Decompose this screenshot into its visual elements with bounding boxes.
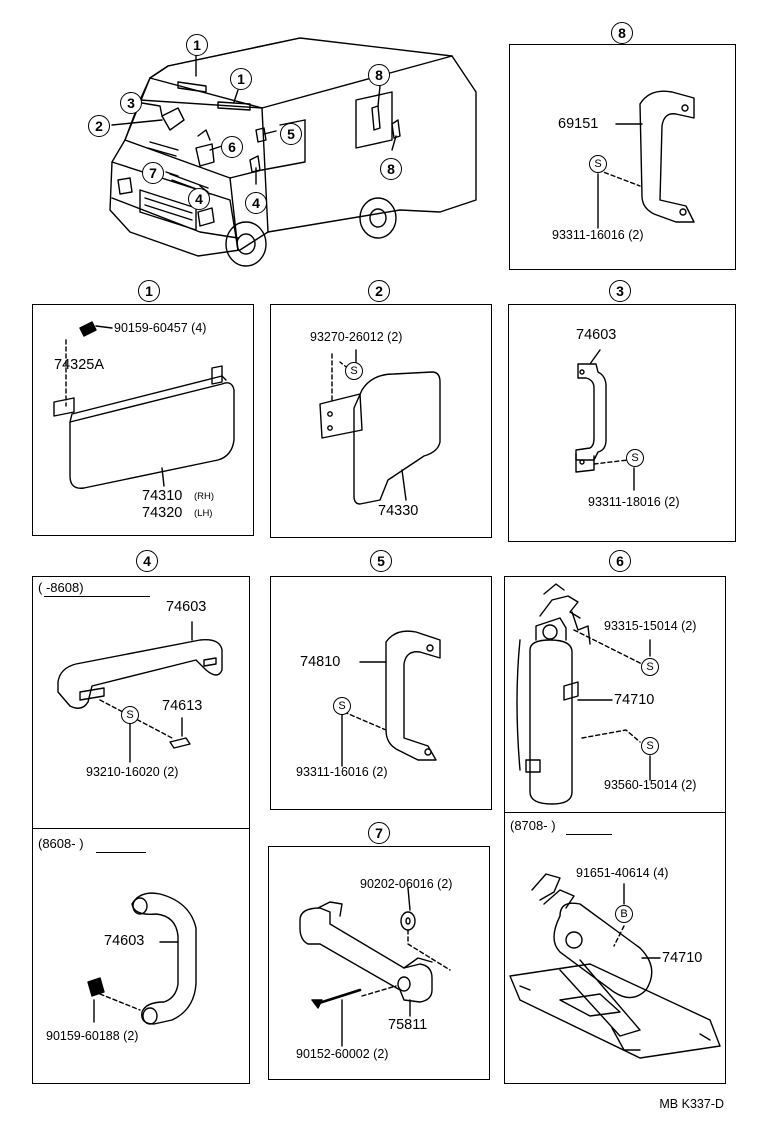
label-75811: 75811	[388, 1017, 428, 1033]
label-74810: 74810	[300, 654, 341, 670]
panel-5-title: 5	[370, 550, 392, 572]
handle-74603-lower-drawing	[87, 892, 197, 1025]
label-74603-p4a: 74603	[166, 599, 207, 615]
label-74603-p3: 74603	[576, 327, 617, 343]
panel-6	[504, 576, 726, 1084]
label-90159-60457: 90159-60457 (4)	[114, 321, 207, 335]
label-93311-16016-p8: 93311-16016 (2)	[552, 228, 644, 242]
label-74320: 74320	[142, 505, 183, 521]
range-underline-b	[96, 852, 146, 853]
label-93210-16020: 93210-16020 (2)	[86, 765, 179, 779]
car-callout-8b: 8	[380, 158, 402, 180]
car-callout-1a: 1	[186, 34, 208, 56]
bolt-symbol-3: S	[626, 449, 644, 467]
handle-74603-upper-drawing	[57, 621, 223, 763]
label-90202-06016: 90202-06016 (2)	[360, 877, 453, 891]
panel-8	[509, 44, 736, 270]
bolt-symbol-5: S	[333, 697, 351, 715]
van-drawing	[109, 37, 477, 267]
extinguisher-lower-drawing	[509, 873, 721, 1059]
range-from-8608: (8608- )	[38, 836, 84, 851]
car-callout-1b: 1	[230, 68, 252, 90]
label-74710-p6b: 74710	[662, 950, 703, 966]
panel-4	[32, 576, 250, 1084]
label-74613: 74613	[162, 698, 203, 714]
panel-6-title: 6	[609, 550, 631, 572]
label-90159-60188: 90159-60188 (2)	[46, 1029, 139, 1043]
label-74710-p6a: 74710	[614, 692, 655, 708]
range-underline-a	[44, 596, 150, 597]
label-74603-p4b: 74603	[104, 933, 145, 949]
panel-5	[270, 576, 492, 810]
bolt-symbol-6a: S	[641, 658, 659, 676]
label-lh: (LH)	[194, 508, 213, 519]
bolt-symbol-8: S	[589, 155, 607, 173]
panel-4-divider	[32, 828, 250, 829]
range-from-8708: (8708- )	[510, 818, 556, 833]
handle-74603-top-drawing	[575, 349, 635, 491]
bolt-symbol-4: S	[121, 706, 139, 724]
handle-69151-drawing	[597, 90, 695, 229]
panel-7-title: 7	[368, 822, 390, 844]
panel-4-title: 4	[136, 550, 158, 572]
label-90152-60002: 90152-60002 (2)	[296, 1047, 389, 1061]
panel-6-divider	[504, 812, 726, 813]
label-74325A: 74325A	[54, 357, 104, 373]
car-callout-4a: 4	[188, 188, 210, 210]
label-74310: 74310	[142, 488, 183, 504]
extinguisher-drawing	[516, 583, 651, 805]
panel-1-title: 1	[138, 280, 160, 302]
panel-8-title: 8	[611, 22, 633, 44]
label-91651-40614: 91651-40614 (4)	[576, 866, 669, 880]
car-callout-3: 3	[120, 92, 142, 114]
panel-2-title: 2	[368, 280, 390, 302]
car-callout-8a: 8	[368, 64, 390, 86]
bolt-symbol-6c: B	[615, 905, 633, 923]
car-callout-6: 6	[221, 136, 243, 158]
diagram-reference-code: MB K337-D	[659, 1097, 724, 1111]
car-callout-4b: 4	[245, 192, 267, 214]
panel-2	[270, 304, 492, 538]
label-93311-18016: 93311-18016 (2)	[588, 495, 680, 509]
label-74330: 74330	[378, 503, 419, 519]
label-69151: 69151	[558, 116, 599, 132]
label-93560-15014: 93560-15014 (2)	[604, 778, 697, 792]
sun-visor-drawing	[53, 321, 235, 489]
bolt-symbol-2: S	[345, 362, 363, 380]
car-callout-2: 2	[88, 115, 110, 137]
handle-74810-drawing	[341, 630, 441, 767]
car-callout-5: 5	[280, 123, 302, 145]
range-to-8608: ( -8608)	[38, 580, 84, 595]
car-callout-7: 7	[142, 162, 164, 184]
panel-3-title: 3	[609, 280, 631, 302]
label-93270-26012: 93270-26012 (2)	[310, 330, 403, 344]
label-93311-16016-p5: 93311-16016 (2)	[296, 765, 388, 779]
range-underline-c	[566, 834, 612, 835]
panel-7	[268, 846, 490, 1080]
label-93315-15014: 93315-15014 (2)	[604, 619, 697, 633]
grip-75811-drawing	[299, 887, 451, 1047]
bolt-symbol-6b: S	[641, 737, 659, 755]
panel-1	[32, 304, 254, 536]
mirror-74330-drawing	[319, 349, 441, 505]
panel-3	[508, 304, 736, 542]
label-rh: (RH)	[194, 491, 215, 502]
